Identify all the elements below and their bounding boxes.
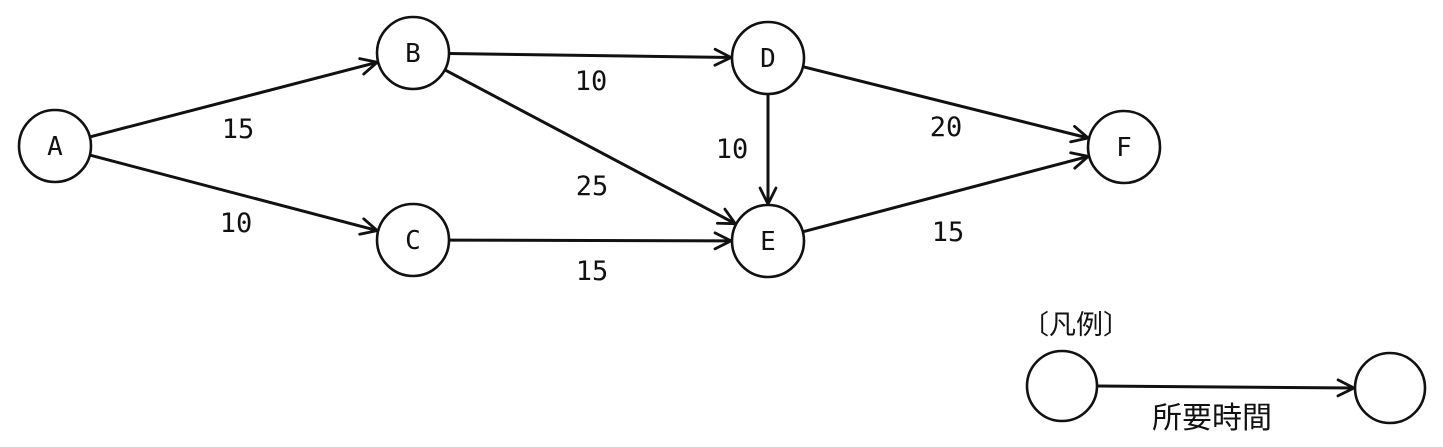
- edge-d-f: [802, 65, 1090, 144]
- node-circle-f: [1086, 109, 1162, 185]
- node-circle-c: [375, 202, 451, 278]
- legend-start-node: [1025, 349, 1099, 423]
- node-circle-e: [730, 203, 806, 279]
- edge-c-e: [448, 231, 733, 251]
- node-label-e: E: [760, 227, 776, 257]
- node-circle-a: [17, 108, 93, 184]
- edge-weight-b-d: 10: [575, 66, 608, 97]
- node-circle-b: [375, 15, 451, 91]
- edge-e-f: [802, 151, 1090, 234]
- legend-end-node: [1353, 351, 1427, 425]
- edge-weight-a-c: 10: [220, 208, 253, 239]
- node-label-a: A: [47, 132, 63, 162]
- edges-layer: [89, 47, 1090, 251]
- edge-a-b: [89, 57, 379, 139]
- node-label-c: C: [405, 226, 421, 256]
- edge-weight-b-e: 25: [576, 171, 609, 202]
- node-label-b: B: [405, 39, 421, 69]
- edge-weight-d-e: 10: [716, 134, 749, 165]
- node-c: C: [375, 202, 451, 278]
- edge-b-e: [444, 68, 737, 226]
- node-a: A: [17, 108, 93, 184]
- edge-weight-d-f: 20: [930, 112, 963, 143]
- node-f: F: [1086, 109, 1162, 185]
- legend: 〔凡例〕 所要時間: [1022, 310, 1427, 436]
- legend-title: 〔凡例〕: [1022, 310, 1130, 341]
- node-label-f: F: [1116, 133, 1132, 163]
- nodes-layer: A B C D E F: [17, 15, 1162, 279]
- node-circle-d: [730, 20, 806, 96]
- legend-edge-caption: 所要時間: [1152, 401, 1272, 436]
- edge-b-d: [448, 47, 733, 67]
- node-label-d: D: [760, 44, 776, 74]
- edge-weight-a-b: 15: [222, 114, 255, 145]
- legend-arrow: [1096, 378, 1356, 398]
- node-e: E: [730, 203, 806, 279]
- edge-a-c: [89, 153, 379, 236]
- edge-weight-c-e: 15: [576, 256, 609, 287]
- node-b: B: [375, 15, 451, 91]
- weights-layer: 15 10 10 25 15 10 20 15: [220, 66, 965, 287]
- edge-weight-e-f: 15: [932, 217, 965, 248]
- node-d: D: [730, 20, 806, 96]
